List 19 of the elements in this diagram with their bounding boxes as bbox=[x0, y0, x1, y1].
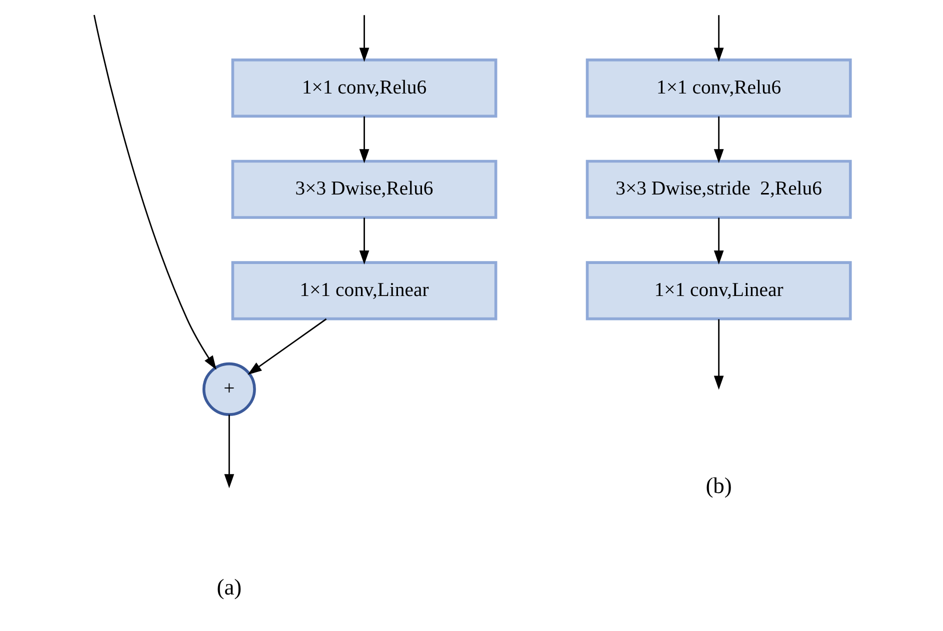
node-box: 3×3 Dwise,stride 2,Relu6 bbox=[585, 160, 852, 219]
arrow bbox=[358, 15, 369, 62]
arrow bbox=[92, 14, 216, 370]
arrow bbox=[713, 116, 724, 164]
arrow bbox=[713, 15, 724, 62]
node-circle: + bbox=[202, 362, 256, 416]
arrow bbox=[713, 319, 724, 390]
arrow bbox=[247, 318, 326, 375]
arrow bbox=[224, 414, 234, 488]
arrow bbox=[358, 116, 369, 164]
label: (b) bbox=[705, 473, 732, 498]
arrow bbox=[358, 218, 369, 265]
node-box: 3×3 Dwise,Relu6 bbox=[230, 160, 497, 219]
label: (a) bbox=[216, 574, 242, 600]
node-box: 1×1 conv,Relu6 bbox=[585, 58, 852, 118]
node-box: 1×1 conv,Linear bbox=[585, 261, 852, 320]
node-box: 1×1 conv,Linear bbox=[230, 261, 497, 320]
arrow bbox=[713, 218, 724, 265]
node-box: 1×1 conv,Relu6 bbox=[230, 58, 497, 118]
